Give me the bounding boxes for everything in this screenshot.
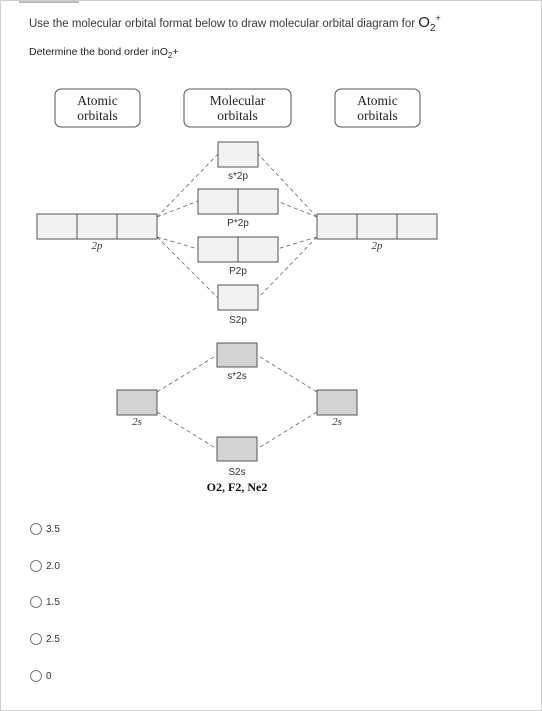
sigma-2s-star-label: s*2s: [227, 371, 246, 382]
option-2-0-label[interactable]: 2.0: [46, 560, 60, 572]
option-3-5[interactable]: 3.5: [30, 519, 60, 539]
pi-2p-star-boxes: [197, 188, 279, 215]
mo-diagram: Atomic orbitals Molecular orbitals Atomi…: [36, 88, 438, 494]
option-1-5[interactable]: 1.5: [30, 592, 60, 612]
sigma-2s-label: S2s: [228, 467, 245, 478]
option-2-0[interactable]: 2.0: [30, 556, 60, 576]
pi-2p-label: P2p: [229, 266, 247, 277]
header-molecular-line1: Molecular: [210, 93, 266, 108]
formula-sub: 2: [429, 23, 436, 34]
sigma-2p-box: [217, 284, 259, 311]
option-3-5-label[interactable]: 3.5: [46, 523, 60, 535]
left-2s-label: 2s: [132, 416, 142, 428]
header-molecular-line2: orbitals: [217, 108, 258, 123]
top-divider: [19, 1, 79, 3]
right-2p-boxes: [316, 213, 438, 240]
option-0-radio[interactable]: [30, 670, 42, 682]
option-2-5-radio[interactable]: [30, 633, 42, 645]
header-atomic-left-line1: Atomic: [77, 93, 118, 108]
header-atomic-left: Atomic orbitals: [54, 88, 141, 128]
prompt-text: Use the molecular orbital format below t…: [29, 18, 419, 30]
bond-order-prompt: Determine the bond order inO2+: [29, 46, 179, 60]
sigma-2p-label: S2p: [229, 315, 247, 326]
pi-2p-boxes: [197, 236, 279, 263]
header-atomic-right: Atomic orbitals: [334, 88, 421, 128]
option-1-5-label[interactable]: 1.5: [46, 596, 60, 608]
left-2s-box: [116, 389, 158, 416]
option-0-label[interactable]: 0: [46, 670, 52, 682]
bond-order-text: Determine the bond order in: [29, 46, 160, 58]
bond-order-formula-sup: +: [172, 46, 179, 58]
left-2p-label: 2p: [92, 240, 104, 252]
option-3-5-radio[interactable]: [30, 523, 42, 535]
bond-order-formula-sub: 2: [167, 51, 173, 61]
formula-base: O: [418, 14, 430, 31]
question-prompt: Use the molecular orbital format below t…: [29, 13, 441, 34]
header-atomic-right-line2: orbitals: [357, 108, 398, 123]
formula-sup: +: [435, 13, 441, 23]
pi-2p-star-label: P*2p: [227, 218, 249, 229]
correlation-lines: [156, 153, 318, 450]
sigma-2s-box: [216, 436, 258, 462]
option-0[interactable]: 0: [30, 666, 52, 686]
option-1-5-radio[interactable]: [30, 596, 42, 608]
right-2s-box: [316, 389, 358, 416]
sigma-2s-star-box: [216, 342, 258, 368]
header-molecular: Molecular orbitals: [183, 88, 292, 128]
molecules-label: O2, F2, Ne2: [207, 480, 268, 494]
option-2-0-radio[interactable]: [30, 560, 42, 572]
right-2s-label: 2s: [332, 416, 342, 428]
option-2-5-label[interactable]: 2.5: [46, 633, 60, 645]
header-atomic-left-line2: orbitals: [77, 108, 118, 123]
sigma-2p-star-label: s*2p: [228, 171, 248, 182]
left-2p-boxes: [36, 213, 158, 240]
option-2-5[interactable]: 2.5: [30, 629, 60, 649]
prompt-formula: O2+: [418, 13, 441, 34]
header-atomic-right-line1: Atomic: [357, 93, 398, 108]
right-2p-label: 2p: [372, 240, 384, 252]
sigma-2p-star-box: [217, 141, 259, 168]
bond-order-formula-base: O: [159, 46, 168, 58]
